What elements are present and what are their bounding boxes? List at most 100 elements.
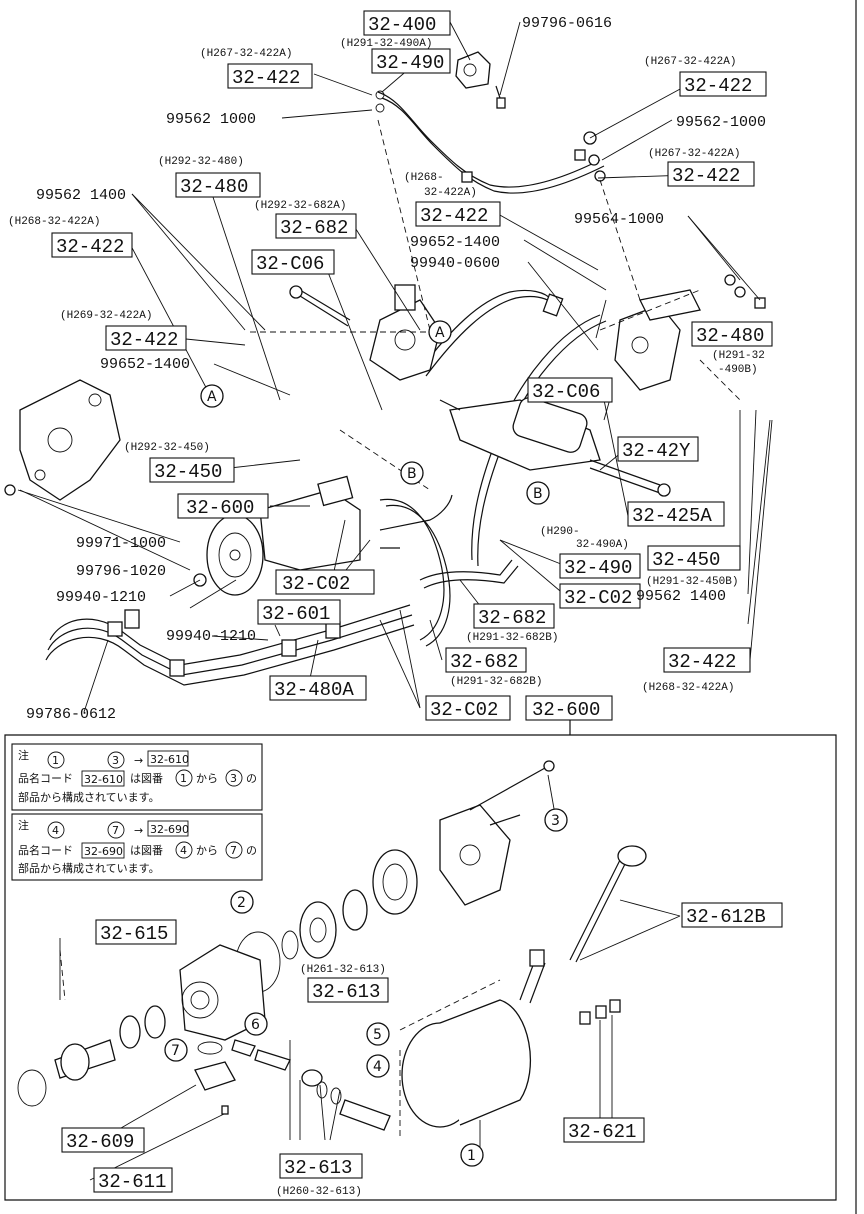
number-99786-0612: 99786-0612 xyxy=(26,706,116,723)
number-99562-1400-b: 99562 1400 xyxy=(636,588,726,605)
ref-1: 1 xyxy=(467,1148,476,1164)
label-32-450-l: 32-450 xyxy=(154,461,222,483)
callout-b-circle-right xyxy=(526,481,550,505)
note2-head: 注 xyxy=(18,818,29,832)
part-labels: 32-400 32-490 32-422 32-422 32-422 32-48… xyxy=(56,14,766,1193)
label-32-c02-l: 32-C02 xyxy=(282,573,350,595)
label-32-600-b: 32-600 xyxy=(532,699,600,721)
label-32-450-r: 32-450 xyxy=(652,549,720,571)
label-32-601: 32-601 xyxy=(262,603,330,625)
pipe-assembly xyxy=(45,604,415,686)
ref-6: 6 xyxy=(251,1017,260,1033)
note2-line2c: は図番 xyxy=(130,844,163,857)
code-h261-613: (H261-32-613) xyxy=(300,964,386,976)
label-32-422-tr: 32-422 xyxy=(684,75,752,97)
code-h260-613: (H260-32-613) xyxy=(276,1186,362,1198)
code-h269: (H269-32-422A) xyxy=(60,310,152,322)
label-32-613-b: 32-613 xyxy=(284,1157,352,1179)
label-32-615: 32-615 xyxy=(100,923,168,945)
label-box-32-613-t xyxy=(307,977,389,1003)
label-32-682-top: 32-682 xyxy=(280,217,348,239)
label-box-32-450-l xyxy=(149,457,235,483)
label-box-32-450-r xyxy=(647,545,741,571)
callout-a-circle-left xyxy=(200,384,224,408)
label-32-480-top: 32-480 xyxy=(180,176,248,198)
note2-code: 32-690 xyxy=(150,823,189,836)
label-32-613-t: 32-613 xyxy=(312,981,380,1003)
label-box-32-612b xyxy=(681,902,783,928)
label-32-621: 32-621 xyxy=(568,1121,636,1143)
label-box-32-480a xyxy=(269,675,367,701)
label-box-32-490-top xyxy=(371,48,451,74)
ref-5: 5 xyxy=(373,1027,382,1043)
label-box-32-682-m2 xyxy=(445,647,527,673)
code-h267-b: (H267-32-422A) xyxy=(644,56,736,68)
note1-line2a: 品名コード xyxy=(18,771,73,785)
label-box-32-400 xyxy=(363,10,451,36)
svg-text:3: 3 xyxy=(230,772,237,785)
label-32-611: 32-611 xyxy=(98,1171,166,1193)
code-h291-682b-2: (H291-32-682B) xyxy=(450,676,542,688)
label-32-682-m2: 32-682 xyxy=(450,651,518,673)
label-box-32-682-top xyxy=(275,213,357,239)
callout-b-right: B xyxy=(533,486,543,502)
note2-line3: 部品から構成されています。 xyxy=(18,861,160,875)
circled-refs: 3 2 6 5 4 7 1 xyxy=(164,808,568,1167)
label-box-32-425a xyxy=(627,501,725,527)
ref-7: 7 xyxy=(171,1043,180,1059)
return-hose-top xyxy=(375,90,605,194)
svg-text:7: 7 xyxy=(230,844,237,857)
code-h291-490b-1: (H291-32 xyxy=(712,350,765,362)
label-32-c06-l: 32-C06 xyxy=(256,253,324,275)
label-box-32-600-b xyxy=(525,695,613,721)
label-32-425a: 32-425A xyxy=(632,505,712,527)
number-99562-1000-a: 99562 1000 xyxy=(166,111,256,128)
label-box-32-615 xyxy=(95,919,177,945)
note1-head: 注 xyxy=(18,748,29,762)
note2-range-a: 4 xyxy=(52,824,59,837)
code-h292-450: (H292-32-450) xyxy=(124,442,210,454)
label-32-42y: 32-42Y xyxy=(622,440,691,462)
label-box-32-422-mid xyxy=(415,201,501,227)
label-box-32-609 xyxy=(61,1127,145,1153)
bracket-right xyxy=(614,274,766,391)
label-boxes xyxy=(51,10,783,1193)
label-32-612b: 32-612B xyxy=(686,906,766,928)
callout-a-circle-right xyxy=(428,320,452,344)
pump-exploded xyxy=(17,760,647,1140)
label-box-32-42y xyxy=(617,436,699,462)
label-box-32-c02-b xyxy=(425,695,511,721)
note1-code: 32-610 xyxy=(150,753,189,766)
code-h268-c: (H268-32-422A) xyxy=(642,682,734,694)
code-h291-490b-2: -490B) xyxy=(718,364,758,376)
label-box-32-422-br xyxy=(663,647,751,673)
note1-line2e: の xyxy=(246,772,257,785)
number-99940-0600: 99940-0600 xyxy=(410,255,500,272)
hose-b xyxy=(379,494,519,589)
note2-line2e: の xyxy=(246,844,257,857)
note1-line2d: から xyxy=(196,772,218,785)
note1-range-a: 1 xyxy=(52,754,59,767)
code-h291-450b: (H291-32-450B) xyxy=(646,576,738,588)
note2-line2a: 品名コード xyxy=(18,843,73,857)
callout-b-circle-left xyxy=(400,461,424,485)
label-32-422-left2: 32-422 xyxy=(110,329,178,351)
label-box-32-480-r xyxy=(691,321,773,347)
label-32-682-m1: 32-682 xyxy=(478,607,546,629)
label-box-32-422-left xyxy=(51,232,133,258)
label-box-32-c02-l xyxy=(275,569,375,595)
hardware-numbers: 99796-0616 99562 1000 99562-1000 99562 1… xyxy=(26,15,766,723)
number-99940-1210-b: 99940-1210 xyxy=(166,628,256,645)
label-box-32-422-r2 xyxy=(667,161,755,187)
label-32-480-r: 32-480 xyxy=(696,325,764,347)
code-h268-422a-2: 32-422A) xyxy=(424,187,477,199)
callouts: A A B B xyxy=(200,320,550,505)
svg-text:→: → xyxy=(134,754,143,767)
label-32-480a: 32-480A xyxy=(274,679,354,701)
number-99971-1000: 99971-1000 xyxy=(76,535,166,552)
callout-a-right: A xyxy=(435,325,445,341)
code-h290-1: (H290- xyxy=(540,526,580,538)
label-32-c02-m: 32-C02 xyxy=(564,587,632,609)
number-99796-1020: 99796-1020 xyxy=(76,563,166,580)
